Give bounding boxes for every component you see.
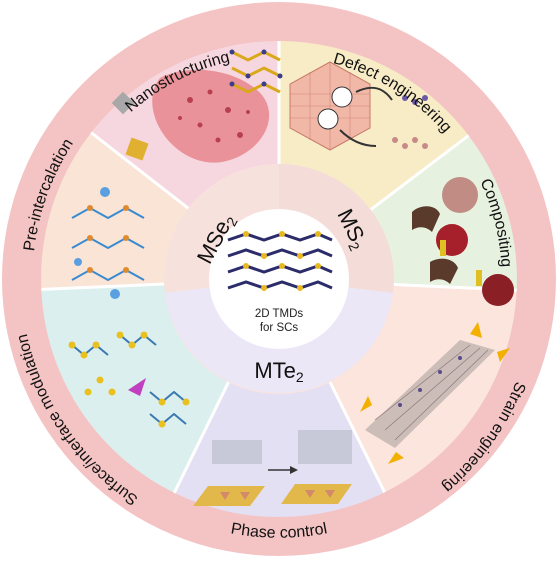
illustration-strain-engineering [360,322,510,464]
center-label-line2: for SCs [260,322,299,334]
illustration-phase-control [193,430,352,506]
center-layered-crystal-image [227,231,333,291]
illustration-defect-engineering [289,61,428,151]
material-label-mte2: MTe2 [254,358,304,385]
center-label-line1: 2D TMDs [255,308,304,320]
center-disc [209,209,349,349]
illustration-surface-interface [68,331,190,428]
illustration-pre-intercalation [71,187,145,299]
strategy-label-phase-control: Phase control [230,520,329,541]
illustration-nanostructuring [111,49,283,163]
illustration-compositing [412,177,514,306]
